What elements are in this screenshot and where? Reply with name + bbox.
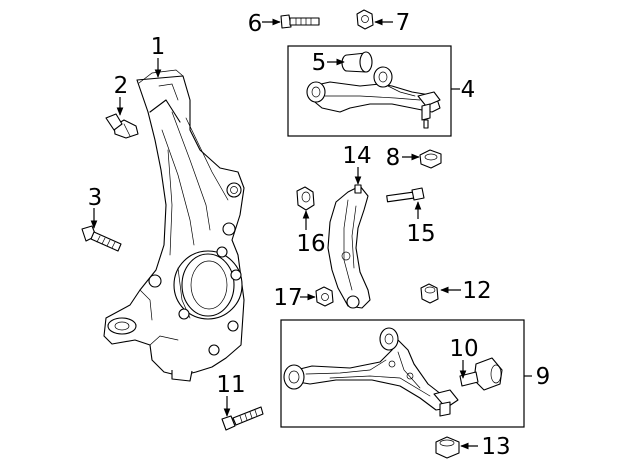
callout-5: 5	[312, 50, 327, 76]
leader-lines	[90, 18, 532, 450]
callout-16: 16	[296, 231, 325, 257]
steering-knuckle[interactable]	[103, 69, 245, 382]
callout-numbers: 1 2 3 4 5 6 7 8 9 10 11 12 13 14 15 16 1…	[88, 10, 551, 460]
bushing-part-10[interactable]	[459, 357, 503, 391]
nut-part-12[interactable]	[420, 283, 439, 304]
callout-13: 13	[481, 434, 510, 460]
bolt-part-6[interactable]	[280, 14, 320, 29]
callout-3: 3	[88, 185, 103, 211]
callout-14: 14	[342, 143, 371, 169]
nut-part-8[interactable]	[419, 149, 442, 169]
bolt-part-11[interactable]	[221, 406, 264, 431]
callout-2: 2	[114, 73, 129, 99]
callout-9: 9	[536, 364, 551, 390]
callout-11: 11	[216, 372, 245, 398]
link-part-14[interactable]	[327, 184, 371, 309]
group-box-upper-arm	[287, 45, 452, 137]
bolt-part-3[interactable]	[81, 225, 122, 252]
callout-4: 4	[461, 77, 476, 103]
group-box-lower-arm	[280, 319, 525, 428]
callout-8: 8	[386, 145, 401, 171]
callout-6: 6	[248, 11, 263, 37]
callout-7: 7	[396, 10, 411, 36]
nut-part-13[interactable]	[435, 436, 460, 459]
bolt-part-15[interactable]	[386, 187, 425, 203]
nut-part-7[interactable]	[356, 9, 374, 30]
bolt-part-2[interactable]	[105, 113, 139, 139]
nut-part-17[interactable]	[315, 286, 334, 307]
lower-control-arm[interactable]	[283, 327, 459, 417]
callout-15: 15	[406, 221, 435, 247]
nut-part-16[interactable]	[296, 186, 315, 211]
callout-1: 1	[151, 34, 166, 60]
callout-10: 10	[449, 336, 478, 362]
callout-17: 17	[273, 285, 302, 311]
callout-12: 12	[462, 278, 491, 304]
bushing-part-5[interactable]	[341, 51, 373, 73]
upper-control-arm[interactable]	[306, 66, 441, 129]
